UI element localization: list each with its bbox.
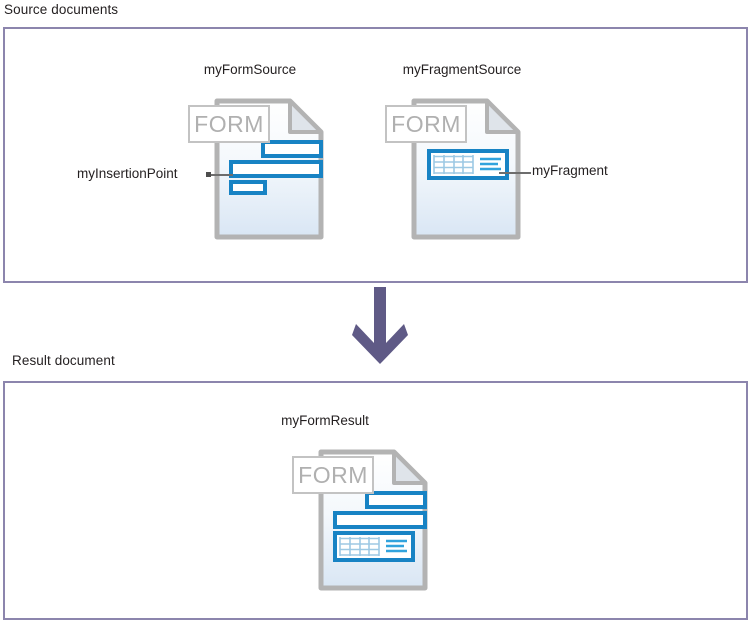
callout-label-my-fragment: myFragment bbox=[532, 163, 608, 178]
leader-dot-my-insertion-point bbox=[206, 172, 211, 177]
form-tag-my-form-source: FORM bbox=[188, 105, 270, 143]
form-tag-label: FORM bbox=[298, 461, 368, 488]
leader-line-my-fragment bbox=[499, 172, 531, 174]
leader-line-my-insertion-point bbox=[207, 174, 233, 176]
flow-down-arrow-icon bbox=[352, 287, 408, 364]
fragment-block bbox=[427, 149, 509, 180]
form-tag-label: FORM bbox=[194, 110, 264, 137]
form-tag-my-fragment-source: FORM bbox=[385, 105, 467, 143]
document-title-my-fragment-source: myFragmentSource bbox=[402, 62, 522, 77]
form-tag-my-form-result: FORM bbox=[292, 456, 374, 494]
result-section-caption: Result document bbox=[12, 353, 115, 368]
callout-label-my-insertion-point: myInsertionPoint bbox=[77, 166, 178, 181]
content-bars bbox=[333, 491, 427, 529]
content-bars bbox=[229, 140, 323, 195]
source-documents-panel bbox=[3, 27, 748, 283]
document-icon-my-form-source bbox=[214, 98, 324, 240]
form-tag-label: FORM bbox=[391, 110, 461, 137]
document-title-my-form-result: myFormResult bbox=[281, 413, 369, 428]
inserted-fragment-block bbox=[333, 531, 415, 562]
source-section-caption: Source documents bbox=[4, 2, 119, 17]
document-title-my-form-source: myFormSource bbox=[203, 62, 297, 77]
